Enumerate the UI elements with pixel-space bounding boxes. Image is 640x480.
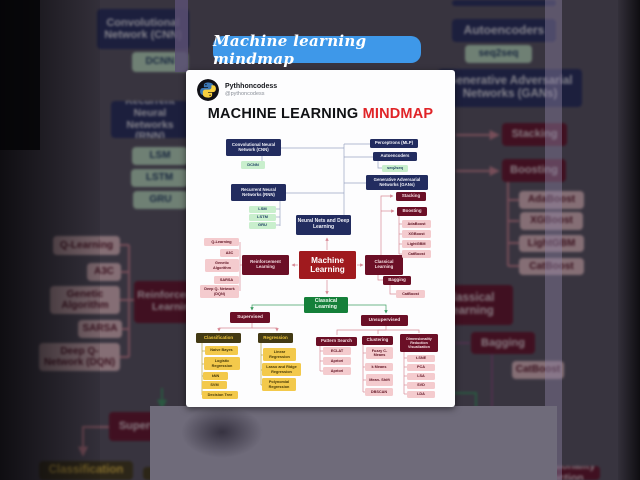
node-naive-bayes: Naive Bayes bbox=[205, 346, 238, 355]
node-unsupervised: Unsupervised bbox=[361, 315, 408, 326]
node-mean-shift: Mean- Shift bbox=[366, 374, 393, 386]
node-clustering: Clustering bbox=[362, 336, 393, 345]
node-supervised: Supervised bbox=[230, 312, 270, 323]
profile-handle: @pythoncodess bbox=[225, 90, 265, 97]
node-q-learning: Q-Learning bbox=[204, 238, 239, 246]
node-polynomial-regression: Polynomial Regression bbox=[262, 378, 296, 391]
node-cnn: Convolutional Neural Network (CNN) bbox=[226, 139, 281, 156]
node-classical-learning-right: Classical Learning bbox=[365, 255, 403, 275]
node-neural-nets: Neural Nets and Deep Learning bbox=[296, 215, 351, 235]
node-sarsa: SARSA bbox=[214, 276, 239, 284]
node-deep-q-network: Deep Q- Network (DQN) bbox=[200, 285, 239, 298]
node-apriori-1: Apriori bbox=[323, 357, 351, 365]
node-knn: kNN bbox=[203, 372, 228, 380]
node-dbscan: DBSCAN bbox=[365, 388, 393, 396]
node-fuzzy-c-means: Fuzzy C- Means bbox=[366, 347, 393, 359]
node-pattern-search: Pattern Search bbox=[316, 337, 357, 346]
node-lsa: LSA bbox=[407, 373, 435, 380]
node-xgboost: XGBoost bbox=[402, 230, 431, 238]
python-logo-icon bbox=[197, 79, 219, 101]
node-lasso-ridge: Lasso and Ridge Regression bbox=[262, 363, 301, 376]
node-dimensionality-reduction: Dimensionality Reduction Visualization bbox=[400, 334, 438, 352]
top-left-vignette bbox=[0, 0, 40, 150]
node-genetic-algorithm: Genetic Algorithm bbox=[205, 259, 239, 272]
node-lsm: LSM bbox=[249, 206, 276, 213]
node-reinforcement-learning: Reinforcement Learning bbox=[242, 255, 289, 275]
node-pca: PCA bbox=[407, 364, 435, 371]
node-apriori-2: Apriori bbox=[323, 367, 351, 375]
node-adaboost: AdaBoost bbox=[402, 220, 431, 228]
node-catboost-bagging: CatBoost bbox=[396, 290, 425, 298]
poster-title-black: MACHINE LEARNING bbox=[207, 106, 363, 122]
poster-title-red: MINDMAP bbox=[362, 106, 434, 122]
node-eclat: ECLAT bbox=[323, 347, 351, 355]
left-purple-strip bbox=[175, 0, 188, 72]
node-machine-learning: Machine Learning bbox=[299, 251, 356, 279]
node-stacking: Stacking bbox=[396, 192, 426, 201]
node-linear-regression: Linear Regression bbox=[263, 348, 296, 361]
profile-row: Pythhoncodess @pythoncodess bbox=[197, 79, 277, 101]
node-classification: Classification bbox=[196, 333, 241, 343]
node-perceptrons: Perceptrons (MLP) bbox=[370, 139, 418, 148]
profile-name: Pythhoncodess bbox=[225, 82, 278, 90]
right-vignette bbox=[618, 0, 640, 480]
node-logistic-regression: Logistic Regression bbox=[204, 357, 240, 370]
node-decision-tree: Decision Tree bbox=[202, 391, 238, 399]
node-a3c: A3C bbox=[220, 249, 239, 257]
node-dcnn: DCNN bbox=[241, 161, 265, 169]
poster-title: MACHINE LEARNING MINDMAP bbox=[186, 106, 455, 122]
node-regression: Regression bbox=[258, 333, 293, 343]
node-classical-learning-bottom: Classical Learning bbox=[304, 297, 348, 313]
node-gru: GRU bbox=[249, 222, 276, 229]
node-seq2seq: seq2seq bbox=[382, 165, 408, 172]
video-caption-badge: Machine learning mindmap bbox=[213, 32, 421, 68]
node-lstm: LSTM bbox=[249, 214, 276, 221]
node-autoencoders: Autoencoders bbox=[373, 152, 417, 161]
node-t-sne: t-SNE bbox=[407, 355, 435, 362]
node-svm: SVM bbox=[202, 381, 227, 389]
node-gans: Generative Adversarial Networks (GANs) bbox=[366, 175, 428, 190]
table-surface bbox=[150, 406, 557, 480]
profile-text: Pythhoncodess @pythoncodess bbox=[225, 83, 277, 98]
node-rnn: Recurrent Neural Networks (RNN) bbox=[231, 184, 286, 201]
node-lda: LDA bbox=[407, 391, 435, 398]
node-svd: SVD bbox=[407, 382, 435, 389]
python-logo-avatar bbox=[197, 79, 219, 101]
node-boosting: Boosting bbox=[397, 207, 427, 216]
right-purple-strip bbox=[545, 0, 562, 480]
node-k-means: k Means bbox=[365, 363, 393, 371]
node-lightgbm: LightGBM bbox=[402, 240, 431, 248]
node-catboost-boosting: CatBoost bbox=[402, 250, 431, 258]
node-bagging: Bagging bbox=[383, 276, 411, 285]
